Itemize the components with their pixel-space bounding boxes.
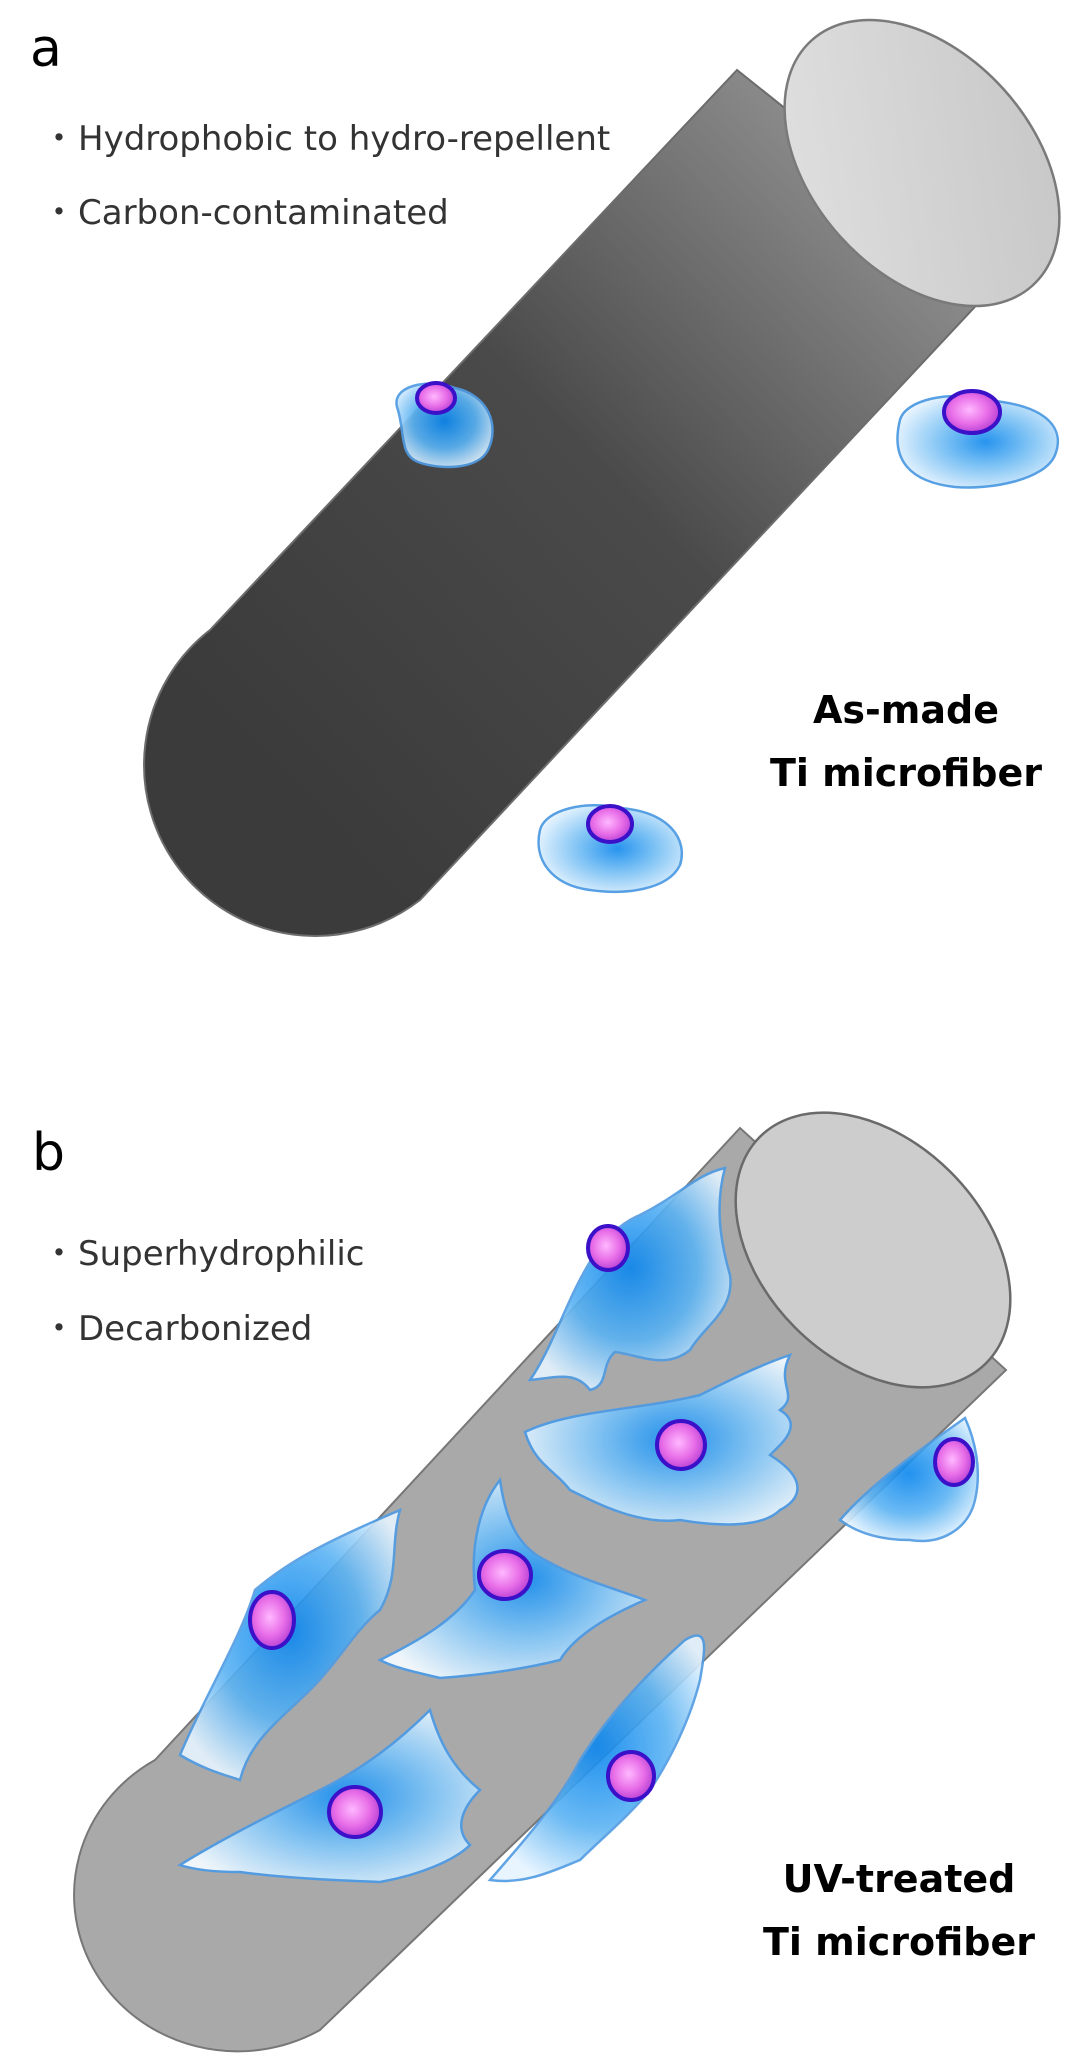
uv-fiber-end-cap	[734, 1111, 1012, 1389]
panel-b-bullet-2: Decarbonized	[78, 1309, 312, 1349]
cell	[527, 1166, 732, 1392]
asmade-fiber-body	[143, 68, 1002, 937]
cell	[395, 381, 494, 469]
cell	[896, 389, 1060, 489]
panel-a-bullets: ・ Hydrophobic to hydro-repellent ・ Carbo…	[42, 119, 610, 233]
panel-a-caption-line1: As-made	[813, 688, 999, 732]
panel-a-letter: a	[30, 19, 62, 79]
panel-a-bullet-symbol-2: ・	[42, 193, 76, 233]
cell	[178, 1507, 402, 1782]
uv-treated-ti-microfiber	[73, 1111, 1012, 2053]
cell	[177, 1707, 482, 1884]
panel-a: a ・ Hydrophobic to hydro-repellent ・ Car…	[30, 18, 1061, 937]
panel-a-bullet-2: Carbon-contaminated	[78, 193, 449, 233]
panel-b-caption-line1: UV-treated	[783, 1857, 1016, 1901]
cell	[838, 1416, 980, 1543]
panel-b-caption-line2: Ti microfiber	[763, 1920, 1035, 1964]
panel-b-bullet-1: Superhydrophilic	[78, 1234, 364, 1274]
panel-b-bullet-symbol-2: ・	[42, 1309, 76, 1349]
panel-b-letter: b	[32, 1123, 65, 1183]
asmade-ti-microfiber	[143, 18, 1061, 937]
cell	[523, 1352, 799, 1526]
cell	[487, 1634, 706, 1883]
cell	[377, 1476, 649, 1680]
panel-a-bullet-1: Hydrophobic to hydro-repellent	[78, 119, 610, 159]
panel-a-caption-line2: Ti microfiber	[770, 751, 1042, 795]
asmade-fiber-end-cap	[783, 18, 1061, 308]
panel-b: b ・ Superhydrophilic ・ Decarbonized	[32, 1111, 1035, 2053]
panel-a-bullet-symbol-1: ・	[42, 119, 76, 159]
panel-b-bullets: ・ Superhydrophilic ・ Decarbonized	[42, 1234, 364, 1349]
panel-b-bullet-symbol-1: ・	[42, 1234, 76, 1274]
cell	[537, 804, 683, 893]
